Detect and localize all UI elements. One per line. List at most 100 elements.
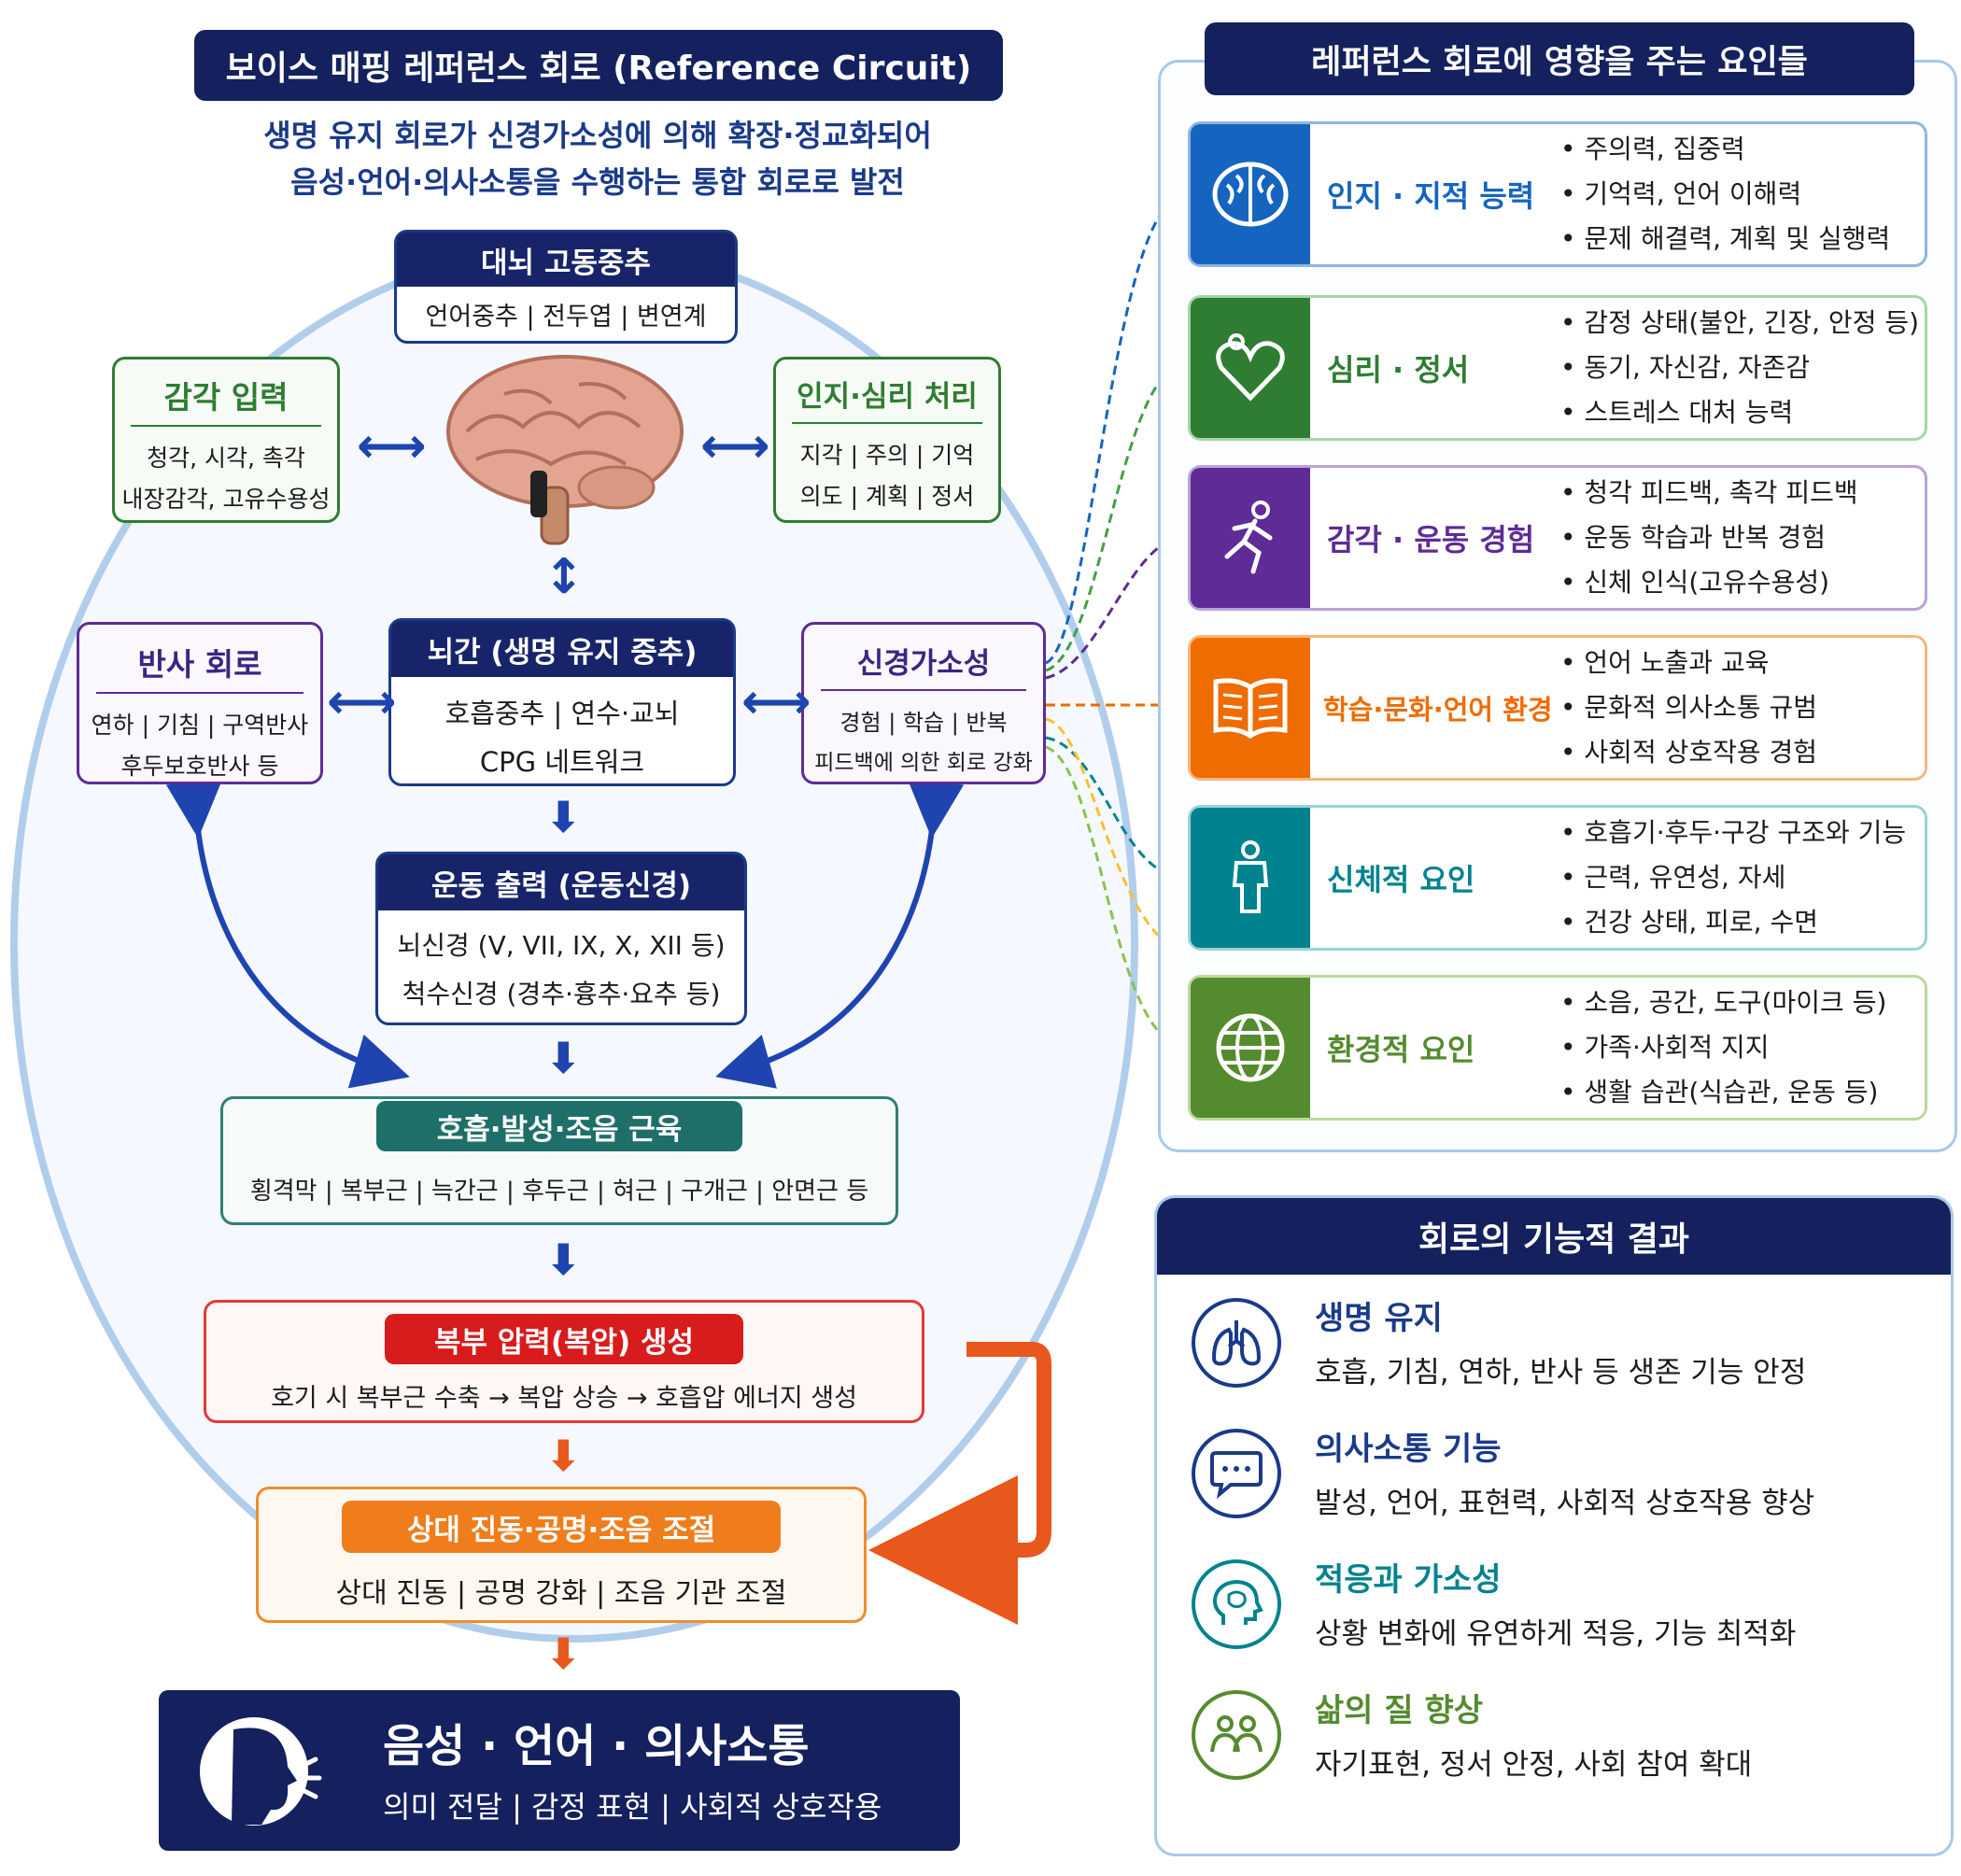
plasticity-feedback-arrow — [715, 780, 965, 1089]
muscles-title: 호흡·발성·조음 근육 — [376, 1101, 742, 1151]
speech-bubble-icon — [1192, 1429, 1281, 1518]
factor-label-emotion: 심리 · 정서 — [1327, 352, 1470, 388]
cognitive-line-1: 지각 | 주의 | 기억 — [799, 442, 975, 469]
factor-points-emotion: 감정 상태(불안, 긴장, 안정 등) 동기, 자신감, 자존감 스트레스 대처… — [1560, 301, 1919, 435]
cognitive-brain-arrow: ⟷ — [700, 418, 770, 474]
reflex-line-2: 후두보호반사 등 — [120, 753, 279, 780]
factor-point: 주의력, 집중력 — [1560, 127, 1890, 172]
brainstem-plasticity-arrow: ⟷ — [741, 674, 811, 730]
brain-brainstem-arrow: ↕ — [543, 549, 585, 605]
pressure-title: 복부 압력(복압) 생성 — [385, 1314, 743, 1364]
plasticity-line-2: 피드백에 의한 회로 강화 — [814, 751, 1033, 775]
results-title: 회로의 기능적 결과 — [1157, 1198, 1951, 1275]
book-icon — [1191, 638, 1310, 778]
page-title: 보이스 매핑 레퍼런스 회로 (Reference Circuit) — [194, 30, 1003, 101]
factor-point: 동기, 자신감, 자존감 — [1560, 346, 1919, 390]
sensory-title: 감각 입력 — [130, 373, 322, 427]
output-title: 음성 · 언어 · 의사소통 — [383, 1720, 810, 1772]
factor-point: 문화적 의사소통 규범 — [1560, 685, 1817, 730]
lungs-icon — [1192, 1298, 1281, 1388]
factor-point: 청각 피드백, 촉각 피드백 — [1560, 471, 1857, 515]
factor-card-physical: 신체적 요인 호흡기·후두·구강 구조와 기능 근력, 유연성, 자세 건강 상… — [1188, 805, 1927, 951]
resonance-box: 상대 진동·공명·조음 조절 상대 진동 | 공명 강화 | 조음 기관 조절 — [256, 1487, 867, 1623]
muscles-box: 호흡·발성·조음 근육 횡격막 | 복부근 | 늑간근 | 후두근 | 혀근 |… — [220, 1096, 898, 1225]
factor-label-cognitive: 인지 · 지적 능력 — [1327, 178, 1535, 214]
output-box: 음성 · 언어 · 의사소통 의미 전달 | 감정 표현 | 사회적 상호작용 — [159, 1690, 960, 1851]
results-panel: 회로의 기능적 결과 — [1154, 1195, 1954, 1856]
factor-label-physical: 신체적 요인 — [1327, 862, 1475, 897]
motor-line-1: 뇌신경 (V, VII, IX, X, XII 등) — [397, 930, 726, 961]
factor-point: 문제 해결력, 계획 및 실행력 — [1560, 217, 1890, 261]
brainstem-box: 뇌간 (생명 유지 중추) 호흡중추 | 연수·교뇌 CPG 네트워크 — [388, 618, 736, 786]
running-icon — [1191, 468, 1310, 608]
factor-points-learning: 언어 노출과 교육 문화적 의사소통 규범 사회적 상호작용 경험 — [1560, 641, 1817, 775]
factor-card-environment: 환경적 요인 소음, 공간, 도구(마이크 등) 가족·사회적 지지 생활 습관… — [1188, 975, 1927, 1121]
connector-learning-yellow — [1045, 717, 1187, 954]
result-title-quality-of-life: 삶의 질 향상 — [1315, 1692, 1484, 1729]
subtitle: 생명 유지 회로가 신경가소성에 의해 확장·정교화되어 음성·언어·의사소통을… — [149, 112, 1046, 205]
factor-point: 건강 상태, 피로, 수면 — [1560, 900, 1906, 945]
factor-point: 신체 인식(고유수용성) — [1560, 560, 1858, 605]
reflex-box: 반사 회로 연하 | 기침 | 구역반사 후두보호반사 등 — [77, 622, 323, 784]
brainstem-title: 뇌간 (생명 유지 중추) — [391, 621, 733, 677]
motor-muscles-arrow: ⬇ — [545, 1033, 582, 1083]
result-title-adaptation: 적응과 가소성 — [1315, 1561, 1502, 1599]
factor-point: 사회적 상호작용 경험 — [1560, 730, 1817, 775]
result-item-survival: 생명 유지 호흡, 기침, 연하, 반사 등 생존 기능 안정 — [1192, 1292, 1920, 1404]
factor-card-sensorimotor: 감각 · 운동 경험 청각 피드백, 촉각 피드백 운동 학습과 반복 경험 신… — [1188, 465, 1927, 611]
motor-line-2: 척수신경 (경추·흉추·요추 등) — [402, 979, 721, 1009]
motor-title: 운동 출력 (운동신경) — [378, 854, 744, 910]
muscles-pressure-arrow: ⬇ — [545, 1234, 582, 1285]
reflex-line-1: 연하 | 기침 | 구역반사 — [91, 712, 309, 739]
result-desc-communication: 발성, 언어, 표현력, 사회적 상호작용 향상 — [1315, 1487, 1815, 1520]
reflex-title: 반사 회로 — [96, 640, 303, 694]
factor-label-sensorimotor: 감각 · 운동 경험 — [1327, 522, 1535, 557]
brain-icon — [1191, 124, 1310, 264]
factor-point: 운동 학습과 반복 경험 — [1560, 515, 1858, 560]
speaking-head-icon — [200, 1717, 322, 1826]
globe-icon — [1191, 978, 1310, 1118]
result-desc-adaptation: 상황 변화에 유연하게 적응, 기능 최적화 — [1315, 1617, 1797, 1651]
muscles-line: 횡격막 | 복부근 | 늑간근 | 후두근 | 혀근 | 구개근 | 안면근 등 — [249, 1178, 869, 1206]
plasticity-box: 신경가소성 경험 | 학습 | 반복 피드백에 의한 회로 강화 — [801, 622, 1046, 784]
brainstem-line-2: CPG 네트워크 — [479, 746, 645, 778]
plasticity-title: 신경가소성 — [820, 640, 1027, 691]
brainstem-motor-arrow: ⬇ — [545, 792, 582, 842]
factor-points-cognitive: 주의력, 집중력 기억력, 언어 이해력 문제 해결력, 계획 및 실행력 — [1560, 127, 1890, 261]
factor-point: 소음, 공간, 도구(마이크 등) — [1560, 980, 1886, 1025]
cognitive-box: 인지·심리 처리 지각 | 주의 | 기억 의도 | 계획 | 정서 — [773, 357, 1001, 523]
cognitive-line-2: 의도 | 계획 | 정서 — [799, 483, 975, 510]
resonance-line: 상대 진동 | 공명 강화 | 조음 기관 조절 — [335, 1577, 787, 1610]
factor-card-learning: 학습·문화·언어 환경 언어 노출과 교육 문화적 의사소통 규범 사회적 상호… — [1188, 635, 1927, 781]
connector-cognitive — [1045, 192, 1187, 665]
factor-label-learning: 학습·문화·언어 환경 — [1323, 694, 1553, 726]
sensory-box: 감각 입력 청각, 시각, 촉각 내장감각, 고유수용성 — [112, 357, 340, 523]
head-brain-icon — [1192, 1559, 1281, 1649]
person-icon — [1191, 808, 1310, 948]
factor-label-environment: 환경적 요인 — [1327, 1032, 1475, 1067]
connector-environment — [1045, 745, 1187, 1048]
pressure-box: 복부 압력(복압) 생성 호기 시 복부근 수축 → 복압 상승 → 호흡압 에… — [204, 1300, 924, 1423]
brain-illustration — [446, 355, 684, 545]
factor-points-sensorimotor: 청각 피드백, 촉각 피드백 운동 학습과 반복 경험 신체 인식(고유수용성) — [1560, 471, 1858, 605]
cortex-title: 대뇌 고동중추 — [397, 233, 735, 287]
result-title-survival: 생명 유지 — [1315, 1300, 1443, 1337]
resonance-title: 상대 진동·공명·조음 조절 — [342, 1501, 781, 1553]
reflex-brainstem-arrow: ⟷ — [327, 674, 397, 730]
factor-point: 가족·사회적 지지 — [1560, 1025, 1886, 1070]
result-desc-quality-of-life: 자기표현, 정서 안정, 사회 참여 확대 — [1315, 1748, 1753, 1782]
result-title-communication: 의사소통 기능 — [1315, 1431, 1502, 1468]
factor-card-emotion: 심리 · 정서 감정 상태(불안, 긴장, 안정 등) 동기, 자신감, 자존감… — [1188, 295, 1927, 441]
result-item-quality-of-life: 삶의 질 향상 자기표현, 정서 안정, 사회 참여 확대 — [1192, 1685, 1920, 1797]
result-desc-survival: 호흡, 기침, 연하, 반사 등 생존 기능 안정 — [1315, 1356, 1807, 1389]
factors-title: 레퍼런스 회로에 영향을 주는 요인들 — [1205, 22, 1914, 95]
factor-points-environment: 소음, 공간, 도구(마이크 등) 가족·사회적 지지 생활 습관(식습관, 운… — [1560, 980, 1886, 1115]
sensory-brain-arrow: ⟷ — [357, 418, 427, 474]
resonance-output-arrow: ⬇ — [545, 1629, 582, 1679]
plasticity-line-1: 경험 | 학습 | 반복 — [839, 710, 1008, 736]
factor-point: 스트레스 대처 능력 — [1560, 390, 1919, 435]
subtitle-line-1: 생명 유지 회로가 신경가소성에 의해 확장·정교화되어 — [263, 118, 932, 153]
factor-points-physical: 호흡기·후두·구강 구조와 기능 근력, 유연성, 자세 건강 상태, 피로, … — [1560, 811, 1906, 945]
result-item-adaptation: 적응과 가소성 상황 변화에 유연하게 적응, 기능 최적화 — [1192, 1554, 1920, 1666]
factor-card-cognitive: 인지 · 지적 능력 주의력, 집중력 기억력, 언어 이해력 문제 해결력, … — [1188, 121, 1927, 267]
